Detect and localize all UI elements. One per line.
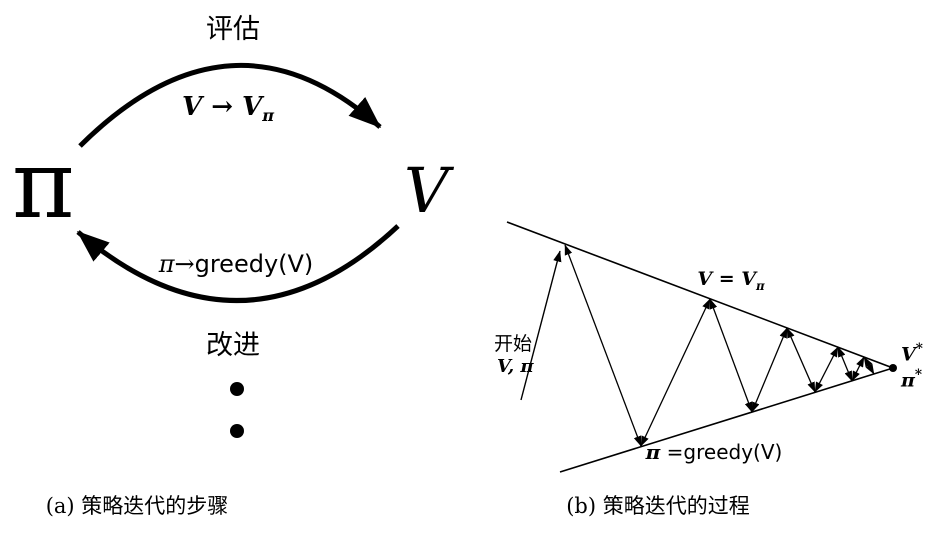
zigzag-segment-7 <box>837 346 853 382</box>
zigzag-segment-4 <box>751 327 788 413</box>
caption-a: (a) 策略迭代的步骤 <box>45 494 229 518</box>
zigzag-segment-1 <box>564 244 642 447</box>
evaluation-formula-main: V → V <box>181 92 263 122</box>
pi-star-label: π* <box>901 367 922 392</box>
lower-line-label: π =greedy(V) <box>646 440 783 464</box>
upper-line-label: V = Vπ <box>697 268 764 293</box>
lower-line-label-rest: =greedy(V) <box>660 440 783 464</box>
evaluation-formula: V → Vπ <box>182 92 274 126</box>
evaluation-label: 评估 <box>206 14 260 45</box>
pi-star-sup: * <box>914 367 923 383</box>
start-label-symbols: V, π <box>497 356 534 377</box>
pi-star-main: π <box>901 369 915 392</box>
ellipsis-dot-top <box>230 382 244 396</box>
evaluation-formula-sub: π <box>262 106 275 126</box>
convergence-dot <box>889 364 897 372</box>
upper-line-label-sub: π <box>756 278 765 293</box>
zigzag-path <box>564 244 875 447</box>
caption-b: (b) 策略迭代的过程 <box>566 494 750 518</box>
value-symbol: V <box>404 154 449 227</box>
zigzag-segment-5 <box>786 327 816 393</box>
zigzag-segment-2 <box>640 298 711 447</box>
start-label-text: 开始 <box>494 333 533 355</box>
v-star-main: V <box>901 343 916 366</box>
zigzag-segment-8 <box>851 356 865 382</box>
improvement-arc-arrow <box>76 224 400 303</box>
improvement-formula-pi: π→ <box>158 250 195 278</box>
zigzag-segment-9 <box>863 356 875 375</box>
improvement-label: 改进 <box>206 330 260 361</box>
upper-boundary-line <box>506 221 894 369</box>
start-arrow <box>520 250 562 401</box>
upper-line-label-main: V = V <box>697 268 757 290</box>
evaluation-arc-arrow <box>78 63 382 148</box>
v-star-label: V* <box>901 341 923 366</box>
zigzag-segment-3 <box>709 298 753 413</box>
pi-symbol: π <box>12 130 75 240</box>
v-star-sup: * <box>915 341 923 357</box>
lower-line-label-pi: π <box>645 440 661 464</box>
zigzag-segment-6 <box>814 346 839 393</box>
improvement-formula: π→greedy(V) <box>159 250 314 279</box>
improvement-formula-rest: greedy(V) <box>194 250 314 278</box>
ellipsis-dot-bottom <box>230 424 244 438</box>
